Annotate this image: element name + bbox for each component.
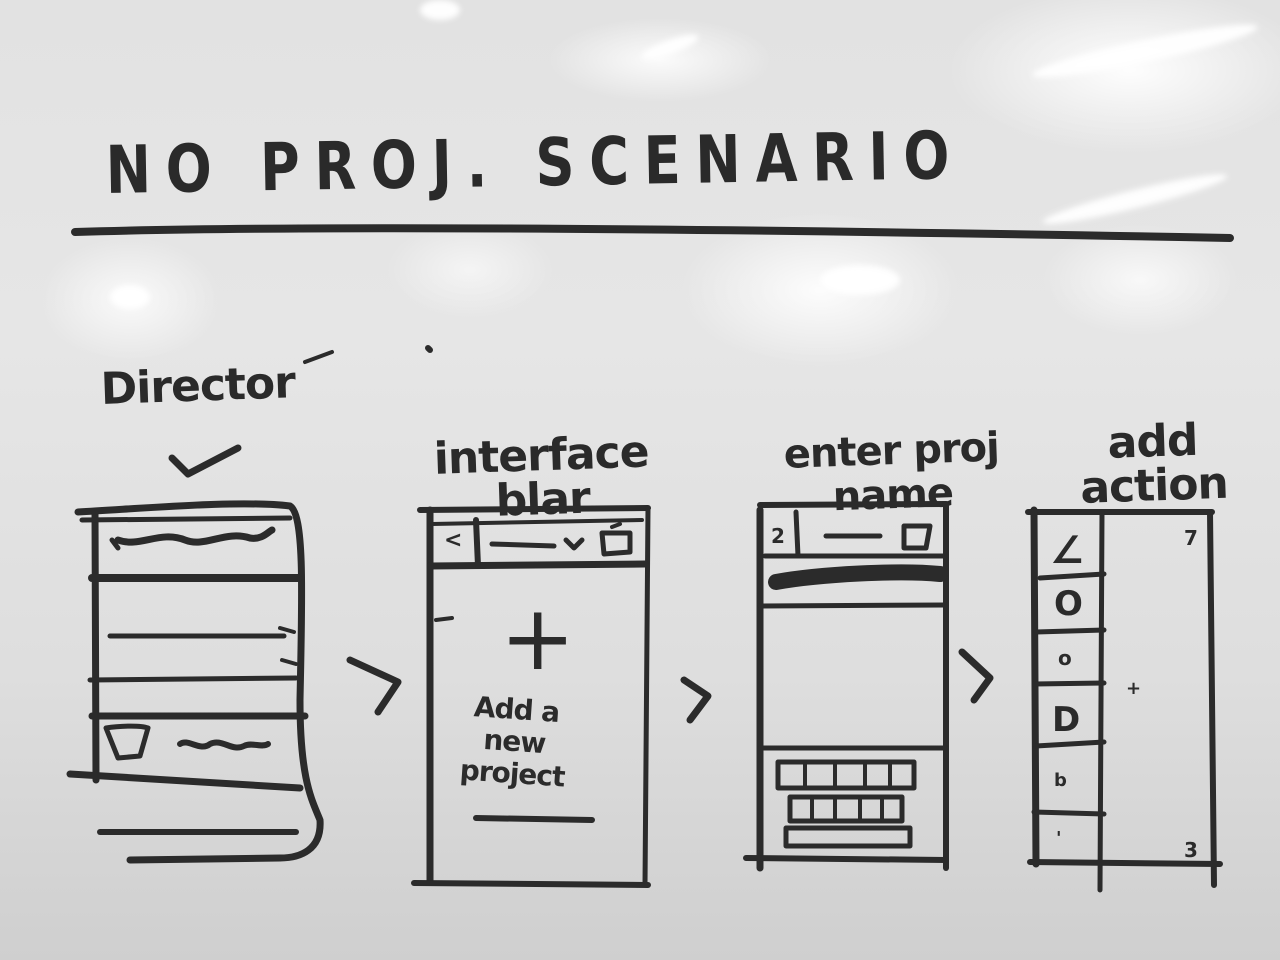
dash-mark [303, 350, 334, 364]
sketch-director-phone [66, 500, 324, 864]
empty-state-text: Add a new project [458, 690, 566, 794]
sketch-enter-name-screen [743, 501, 949, 872]
title-underline [71, 224, 1234, 242]
corner-marker-top: 7 [1184, 526, 1198, 550]
light-glare [820, 265, 900, 295]
flow-arrow [346, 656, 402, 716]
light-glare [420, 0, 460, 20]
plus-icon: + [500, 586, 576, 691]
action-slot-5: b [1054, 770, 1067, 791]
action-slot-1: ∠ [1050, 528, 1085, 572]
action-slot-3: o [1058, 646, 1072, 670]
keyboard-sketch [775, 759, 917, 849]
wavy-header [114, 526, 276, 546]
sketch-add-action-screen [1025, 506, 1223, 893]
corner-marker-bottom: 3 [1184, 838, 1198, 862]
dot-mark [425, 345, 433, 353]
sketch-interface-screen [411, 505, 651, 888]
scribble-label [177, 739, 271, 751]
flow-arrow [958, 648, 994, 704]
back-icon: < [444, 528, 463, 553]
checkmark-icon [168, 444, 242, 478]
action-slot-4: D [1052, 700, 1081, 740]
action-slot-6: ' [1056, 828, 1062, 849]
light-glare [110, 285, 150, 309]
text-field-filled [768, 564, 948, 590]
action-slot-2: O [1054, 584, 1083, 624]
center-marker: + [1126, 678, 1142, 699]
back-icon: 2 [771, 524, 785, 548]
flow-arrow [680, 676, 712, 724]
